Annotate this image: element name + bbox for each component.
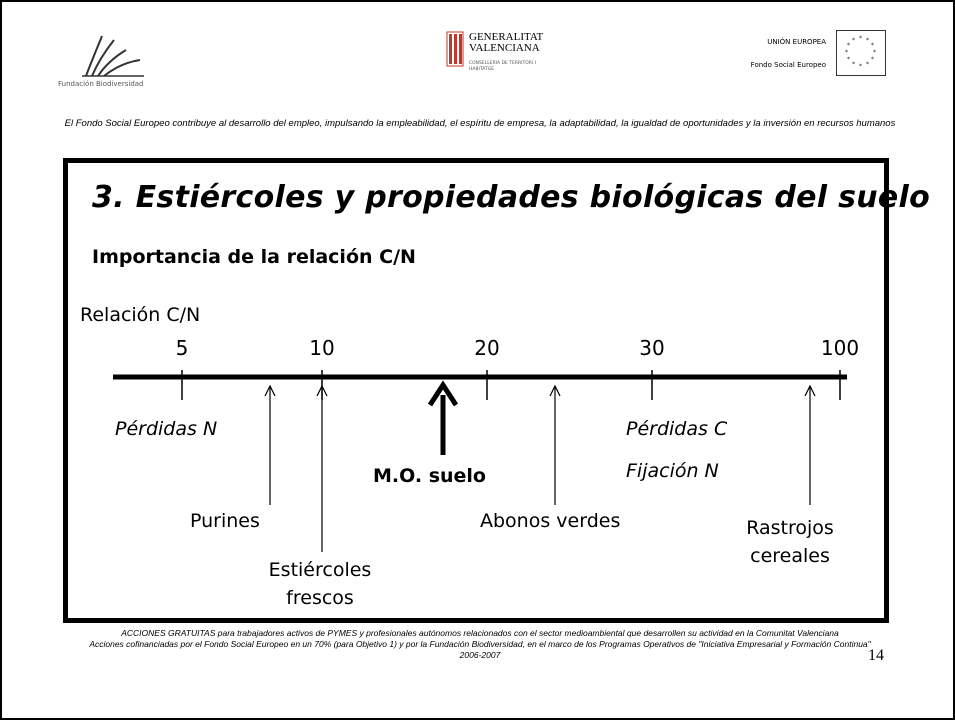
crest-icon [446,31,464,67]
svg-text:*: * [873,49,876,56]
ue-label: UNIÓN EUROPEA [767,38,826,46]
axis-label: Relación C/N [80,304,201,326]
slide-subtitle: Importancia de la relación C/N [92,246,416,268]
eu-flag-icon: *** *** *** *** [836,30,886,76]
arrow-estiercoles [316,384,328,552]
arrow-purines [264,384,276,505]
footer-line1: ACCIONES GRATUITAS para trabajadores act… [121,628,839,638]
fundacion-biodiversidad-logo: Fundación Biodiversidad [58,32,168,92]
label-fijacion-n: Fijación N [626,460,719,482]
slide-title: 3. Estiércoles y propiedades biológicas … [92,180,931,215]
svg-text:*: * [859,35,862,42]
slide-box [63,158,889,623]
label-rastrojos-line1: Rastrojos [746,517,834,539]
footer-text: ACCIONES GRATUITAS para trabajadores act… [80,628,880,661]
svg-text:*: * [852,61,855,68]
label-abonos-verdes: Abonos verdes [480,510,621,532]
page-number: 14 [868,647,884,664]
ue-text: UNIÓN EUROPEA Fondo Social Europeo [740,38,826,69]
label-estiercoles-line2: frescos [286,587,354,609]
tick-label-20: 20 [474,336,500,360]
svg-text:*: * [871,56,874,63]
tick-label-10: 10 [309,336,335,360]
label-rastrojos-line2: cereales [750,545,830,567]
label-rastrojos-cereales: Rastrojos cereales [730,514,850,570]
label-perdidas-n: Pérdidas N [115,418,218,440]
tick-label-30: 30 [639,336,665,360]
fse-label: Fondo Social Europeo [750,61,826,69]
svg-text:*: * [847,42,850,49]
label-estiercoles-line1: Estiércoles [268,559,372,581]
label-mo-suelo: M.O. suelo [373,465,486,487]
svg-text:*: * [859,63,862,70]
generalitat-name: GENERALITAT VALENCIANA [469,31,544,54]
arrow-rastrojos [804,384,816,505]
generalitat-sub: CONSELLERIA DE TERRITORI I HABITATGE [469,61,536,72]
label-perdidas-c: Pérdidas C [626,418,728,440]
tick-label-5: 5 [175,336,189,360]
grass-icon [82,35,144,77]
svg-text:*: * [871,42,874,49]
arrow-abonos-verdes [549,384,561,505]
generalitat-valenciana-logo: GENERALITAT VALENCIANA CONSELLERIA DE TE… [445,28,575,98]
tick-label-100: 100 [820,336,860,360]
intro-text: El Fondo Social Europeo contribuye al de… [64,118,896,129]
label-purines: Purines [190,510,260,532]
label-estiercoles-frescos: Estiércoles frescos [260,556,380,612]
fundacion-caption: Fundación Biodiversidad [58,80,144,88]
svg-text:*: * [845,49,848,56]
svg-text:*: * [866,37,869,44]
svg-text:*: * [852,37,855,44]
svg-text:*: * [847,56,850,63]
svg-text:*: * [866,61,869,68]
arrow-mo-suelo [427,380,459,455]
footer-line2: Acciones cofinanciadas por el Fondo Soci… [89,639,871,660]
